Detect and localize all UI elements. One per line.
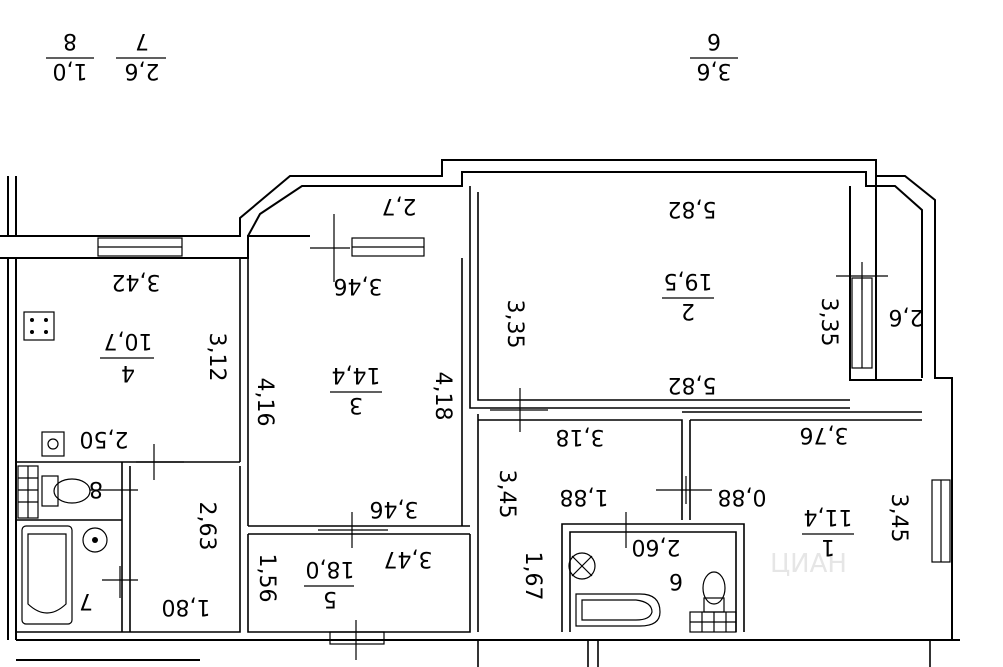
window-top-mid	[351, 237, 425, 257]
dim-room3-right: 4,18	[430, 372, 455, 421]
top-label-c-top: 3,6	[697, 58, 732, 83]
dim-corr-318: 3,18	[556, 424, 605, 449]
exterior-walls	[0, 159, 960, 661]
dim-left-263: 2,63	[194, 502, 219, 551]
top-label-a-top: 1,0	[53, 58, 88, 83]
dim-room4-top: 3,42	[112, 269, 161, 294]
dim-room2-right: 3,35	[816, 298, 841, 347]
dim-room3-top: 3,46	[334, 273, 383, 298]
room-5-label: 5 18,0	[304, 556, 354, 611]
dim-room1-top: 3,76	[800, 422, 849, 447]
window-right	[931, 479, 951, 563]
washbasin-icon	[82, 527, 108, 553]
window-bottom	[329, 631, 385, 645]
room-6-number: 6	[669, 568, 683, 593]
window-top-left	[97, 237, 183, 257]
top-label-b-top: 2,6	[125, 58, 160, 83]
dim-corr-345: 3,45	[494, 470, 519, 519]
toilet-icon	[17, 465, 91, 519]
dim-corr-167: 1,67	[520, 552, 545, 601]
room-8-number: 8	[89, 476, 103, 501]
top-label-a: 1,0 8	[46, 28, 94, 83]
dim-room2-bottom: 5,82	[668, 372, 717, 397]
stove-icon	[23, 311, 55, 341]
watermark: ЦИАН	[770, 549, 847, 579]
dim-corr-188: 1,88	[560, 484, 609, 509]
room-4-number: 4	[121, 360, 135, 385]
room-2-number: 2	[681, 298, 695, 323]
room-2-area: 19,5	[664, 268, 713, 293]
sink-icon	[41, 431, 65, 457]
dim-room5-347: 3,47	[384, 546, 433, 571]
dim-room1-right: 3,45	[886, 494, 911, 543]
window-balcony	[851, 277, 873, 369]
room-4-area: 10,7	[104, 328, 153, 353]
dim-room4-right: 3,12	[204, 333, 229, 382]
dim-room2-top: 5,82	[668, 196, 717, 221]
room-5-area: 18,0	[306, 556, 355, 581]
dim-room5-156: 1,56	[254, 554, 279, 603]
dim-bath6-260: 2,60	[632, 534, 681, 559]
dim-room3-left: 4,16	[252, 378, 277, 427]
dim-room2-left: 3,35	[502, 300, 527, 349]
dim-room3-bottom: 3,46	[370, 496, 419, 521]
bathtub-small-icon	[575, 593, 661, 627]
top-label-b: 2,6 7	[116, 28, 166, 83]
toilet-small-icon	[689, 571, 737, 633]
room-1-label: 1 11,4	[802, 504, 854, 559]
dim-room1-088: 0,88	[718, 484, 767, 509]
dim-balcony-27: 2,7	[382, 193, 417, 218]
dim-balcony-26: 2,6	[889, 304, 924, 329]
room-3-area: 14,4	[332, 362, 381, 387]
room-5-number: 5	[323, 586, 337, 611]
room-2-label: 2 19,5	[662, 268, 714, 323]
dim-hall-250: 2,50	[80, 426, 129, 451]
room-7-number: 7	[79, 588, 93, 613]
dim-left-180: 1,80	[162, 594, 211, 619]
top-label-c-bottom: 6	[707, 28, 721, 53]
top-label-b-bottom: 7	[135, 28, 149, 53]
shower-icon	[568, 552, 596, 580]
top-label-a-bottom: 8	[63, 28, 77, 53]
room-4-label: 4 10,7	[100, 328, 154, 385]
interior-walls	[16, 186, 931, 667]
dimension-ticks	[90, 214, 888, 660]
room-1-area: 11,4	[804, 504, 853, 529]
bathtub-icon	[21, 525, 73, 625]
room-3-label: 3 14,4	[330, 362, 382, 417]
top-label-c: 3,6 6	[690, 28, 738, 83]
room-3-number: 3	[349, 392, 363, 417]
room-1-number: 1	[821, 534, 835, 559]
